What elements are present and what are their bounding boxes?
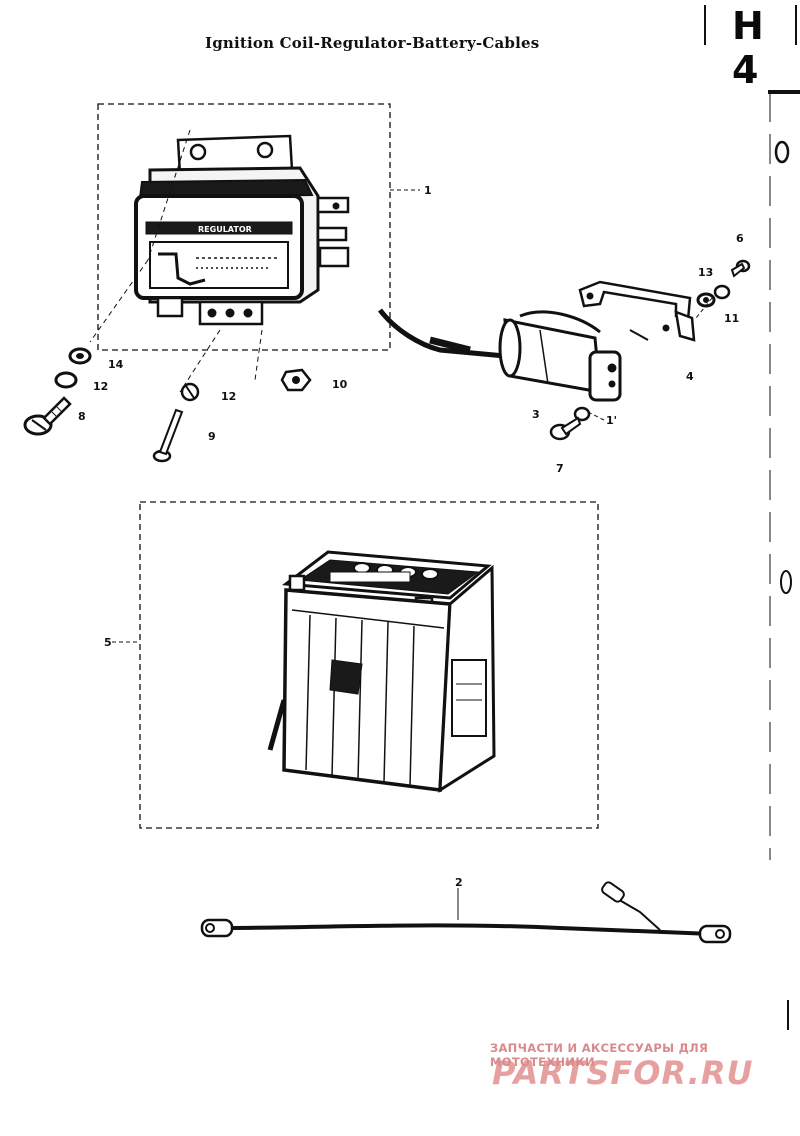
regulator-face-label: REGULATOR	[198, 225, 252, 234]
coil-leader-lines	[587, 297, 713, 421]
callout-13: 13	[698, 266, 714, 279]
regulator-group-box	[97, 103, 391, 351]
callout-12-upper: 12	[93, 380, 109, 393]
screw-7	[549, 416, 582, 441]
callout-5: 5	[104, 636, 112, 649]
washer-13	[696, 292, 716, 308]
callout-2: 2	[455, 876, 463, 889]
page-edge-marks	[704, 5, 800, 1030]
watermark-logo-text: PARTSFOR.RU	[492, 1054, 753, 1092]
callout-17: 1'	[606, 414, 618, 427]
screw-9	[152, 408, 184, 463]
washer-14	[68, 347, 92, 365]
callout-4: 4	[686, 370, 694, 383]
regulator-unit	[134, 134, 350, 326]
callout-12-lower: 12	[221, 390, 237, 403]
page-code: H 4	[732, 4, 768, 92]
ignition-coil	[378, 308, 622, 402]
callout-9: 9	[208, 430, 216, 443]
battery-cable-2	[200, 881, 732, 944]
battery-group-box	[139, 501, 599, 829]
lock-washer-12-lower	[180, 382, 200, 402]
lock-washer-11	[713, 284, 731, 300]
lock-washer-12	[54, 371, 78, 389]
callout-11: 11	[724, 312, 740, 325]
callout-14: 14	[108, 358, 124, 371]
regulator-leader-lines	[89, 129, 263, 393]
bolt-6	[730, 259, 751, 278]
callout-1: 1	[424, 184, 432, 197]
watermark-tagline: ЗАПЧАСТИ И АКСЕССУАРЫ ДЛЯ МОТОТЕХНИКИ	[490, 1041, 709, 1069]
callout-7: 7	[556, 462, 564, 475]
callout-10: 10	[332, 378, 348, 391]
page-title: Ignition Coil-Regulator-Battery-Cables	[205, 34, 540, 52]
screw-8	[23, 396, 72, 436]
callout-8: 8	[78, 410, 86, 423]
battery	[267, 550, 496, 793]
coil-bracket-4	[578, 280, 696, 342]
nut-10	[280, 368, 312, 392]
callout-6: 6	[736, 232, 744, 245]
callout-3: 3	[532, 408, 540, 421]
partsfor-watermark-logo: PARTSFOR.RU	[492, 1054, 753, 1092]
